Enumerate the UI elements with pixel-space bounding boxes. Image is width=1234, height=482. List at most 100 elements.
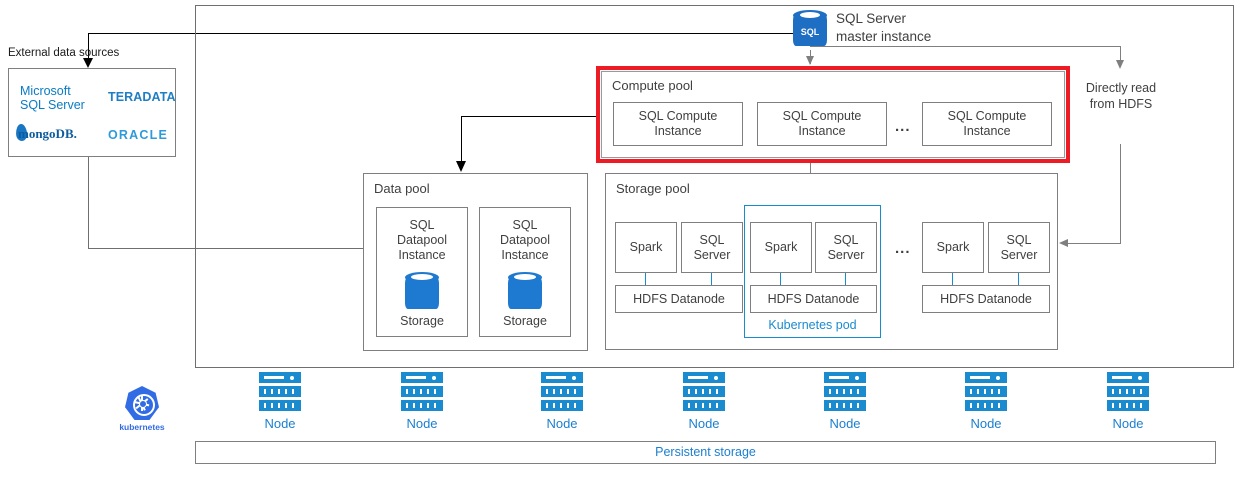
data-pool-title: Data pool (374, 181, 430, 196)
arrowhead-to-hdfs-note (1116, 60, 1124, 69)
hdfs-datanode-1[interactable]: HDFS Datanode (615, 285, 743, 313)
node-6-label: Node (970, 416, 1002, 431)
server-node-icon (259, 372, 301, 412)
sql-datapool-instance-1[interactable]: SQL Datapool Instance Storage (376, 207, 468, 337)
kubernetes-label: kubernetes (119, 422, 165, 432)
connector-hdfs-note-to-storage (1068, 243, 1121, 244)
sqlserver-2-line2: Server (827, 247, 865, 262)
connector-sqlserver-3-hdfs (1018, 273, 1019, 285)
sqlserver-1-line1: SQL (699, 232, 725, 247)
spark-instance-2[interactable]: Spark (750, 222, 812, 273)
datapool-2-storage-label: Storage (503, 314, 547, 328)
node-4[interactable]: Node (676, 372, 732, 431)
server-node-icon (401, 372, 443, 412)
sql-server-instance-2[interactable]: SQL Server (815, 222, 877, 273)
arrowhead-to-datapool (456, 161, 466, 172)
datapool-1-line2: Datapool (396, 233, 448, 247)
spark-instance-3[interactable]: Spark (922, 222, 984, 273)
compute-instance-3-line2: Instance (963, 124, 1011, 138)
master-instance-label-line1: SQL Server (836, 11, 907, 26)
server-node-icon (965, 372, 1007, 412)
node-7[interactable]: Node (1100, 372, 1156, 431)
sql-server-database-icon: SQL (793, 8, 827, 50)
node-3-label: Node (546, 416, 578, 431)
node-4-label: Node (688, 416, 720, 431)
sql-compute-instance-2[interactable]: SQL Compute Instance (757, 102, 887, 146)
server-node-icon (541, 372, 583, 412)
arrowhead-to-compute-pool (806, 56, 814, 65)
spark-1-label: Spark (629, 240, 663, 255)
directly-read-from-hdfs-note: Directly read from HDFS (1085, 81, 1157, 112)
hdfs-1-label: HDFS Datanode (633, 291, 725, 306)
sqlserver-3-line1: SQL (1006, 232, 1032, 247)
datapool-1-line3: Instance (398, 248, 446, 262)
hdfs-2-label: HDFS Datanode (767, 291, 860, 306)
datapool-2-line2: Datapool (499, 233, 551, 247)
persistent-storage-bar: Persistent storage (195, 441, 1216, 464)
server-node-icon (683, 372, 725, 412)
mongodb-logo: mongoDB. (18, 126, 77, 141)
connector-sqlserver-2-hdfs (845, 273, 846, 285)
sql-compute-instance-1[interactable]: SQL Compute Instance (613, 102, 743, 146)
node-2[interactable]: Node (394, 372, 450, 431)
sql-compute-instance-3[interactable]: SQL Compute Instance (922, 102, 1052, 146)
sql-server-instance-1[interactable]: SQL Server (681, 222, 743, 273)
sqlserver-3-line2: Server (1000, 247, 1038, 262)
sql-datapool-instance-2[interactable]: SQL Datapool Instance Storage (479, 207, 571, 337)
master-instance-label: SQL Server master instance (836, 10, 931, 46)
arrowhead-to-storage-pool (1059, 239, 1068, 247)
persistent-storage-label: Persistent storage (655, 445, 756, 459)
storage-cylinder-icon (508, 271, 542, 311)
master-instance-label-line2: master instance (836, 28, 932, 44)
connector-compute-to-datapool-horizontal (461, 116, 600, 117)
hdfs-datanode-2[interactable]: HDFS Datanode (750, 285, 877, 313)
oracle-logo: ORACLE (108, 128, 168, 142)
sqlserver-2-line1: SQL (833, 232, 859, 247)
connector-master-to-hdfs-note-vertical (1120, 46, 1121, 64)
connector-spark-2-hdfs (780, 273, 781, 285)
node-3[interactable]: Node (534, 372, 590, 431)
spark-3-label: Spark (936, 240, 970, 255)
node-6[interactable]: Node (958, 372, 1014, 431)
compute-instance-1-line1: SQL Compute (638, 109, 718, 124)
connector-compute-to-datapool-vertical (461, 116, 462, 164)
compute-instance-2-line2: Instance (798, 124, 846, 138)
sql-server-instance-3[interactable]: SQL Server (988, 222, 1050, 273)
connector-master-to-external-horizontal (88, 33, 794, 34)
connector-sqlserver-1-hdfs (711, 273, 712, 285)
compute-pool-title: Compute pool (612, 78, 693, 93)
compute-instance-3-line1: SQL Compute (947, 109, 1027, 124)
storage-pool-ellipsis: ... (895, 240, 911, 257)
arrowhead-to-external-sources (83, 58, 93, 68)
connector-hdfs-note-down (1120, 144, 1121, 244)
sqlserver-1-line2: Server (693, 247, 731, 262)
connector-external-down (88, 157, 89, 248)
node-1[interactable]: Node (252, 372, 308, 431)
external-data-sources-box (8, 68, 176, 157)
connector-spark-1-hdfs (645, 273, 646, 285)
connector-external-to-datapool (88, 248, 363, 249)
hdfs-3-label: HDFS Datanode (940, 291, 1032, 306)
node-2-label: Node (406, 416, 438, 431)
connector-spark-3-hdfs (952, 273, 953, 285)
storage-pool-title: Storage pool (616, 181, 690, 196)
node-1-label: Node (264, 416, 296, 431)
kubernetes-heptagon-icon (125, 386, 159, 420)
node-7-label: Node (1112, 416, 1144, 431)
spark-instance-1[interactable]: Spark (615, 222, 677, 273)
node-5-label: Node (829, 416, 861, 431)
datapool-2-line3: Instance (501, 248, 549, 262)
server-node-icon (1107, 372, 1149, 412)
connector-master-to-external-vertical (88, 33, 89, 61)
datapool-1-line1: SQL (409, 218, 435, 232)
spark-2-label: Spark (764, 240, 798, 255)
server-node-icon (824, 372, 866, 412)
compute-pool-container (601, 71, 1065, 158)
microsoft-sql-server-logo: Microsoft SQL Server (20, 84, 85, 112)
node-5[interactable]: Node (817, 372, 873, 431)
compute-instance-2-line1: SQL Compute (782, 109, 862, 124)
compute-pool-ellipsis: ... (895, 118, 911, 135)
kubernetes-pod-label: Kubernetes pod (768, 318, 857, 332)
hdfs-datanode-3[interactable]: HDFS Datanode (922, 285, 1050, 313)
